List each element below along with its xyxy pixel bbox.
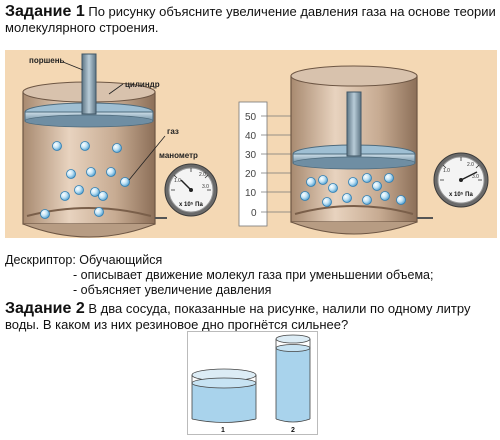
task-1: Задание 1 По рисунку объясните увеличени… [5,4,497,36]
left-gauge-tick-3: 3.0 [202,184,209,190]
gas-pressure-illustration: поршень цилиндр газ манометр 1.0 2.0 3.0… [5,50,497,238]
left-cylinder: поршень цилиндр газ манометр [22,53,198,238]
left-gauge-needle [180,179,192,191]
vessel-1-label: 1 [221,427,225,434]
left-manometer: 1.0 2.0 3.0 x 10⁵ Па [164,163,218,217]
right-gauge-tick-1: 1.0 [443,168,450,174]
ruler-tick-30: 30 [245,150,257,161]
label-manometer: манометр [159,151,198,160]
right-gauge-tick-2: 2.0 [467,162,474,168]
descriptor-item-1: - описывает движение молекул газа при ум… [73,268,434,282]
right-gauge-needle [460,171,478,181]
ruler-tick-20: 20 [245,169,257,180]
right-piston-rod [346,91,362,157]
left-gas-molecules [40,141,130,219]
task-2-heading: Задание 2 [5,300,85,317]
right-manometer: 1.0 2.0 3.0 x 10⁵ Па [433,152,489,208]
ruler-tick-10: 10 [245,188,257,199]
task-1-heading: Задание 1 [5,3,85,20]
cylinder-diagram: поршень цилиндр газ манометр 1.0 2.0 3.0… [22,53,489,238]
descriptor: Дескриптор: Обучающийся - описывает движ… [5,253,497,298]
label-cylinder: цилиндр [125,80,160,89]
right-gauge-tick-3: 3.0 [472,174,479,180]
vessels-drawing: 1 2 [187,331,318,435]
vessel-2-label: 2 [291,427,295,434]
descriptor-title: Дескриптор: Обучающийся [5,253,163,267]
vessel-1: 1 [191,368,257,434]
ruler-tick-0: 0 [251,208,257,219]
label-gas: газ [167,127,179,136]
task-1-text: По рисунку объясните увеличение давления… [5,4,496,35]
right-cylinder [290,65,433,235]
left-piston [24,102,154,128]
height-ruler: 50 40 30 20 10 0 [238,101,291,227]
right-gauge-unit: x 10⁵ Па [449,192,473,198]
task-2-text: В два сосуда, показанные на рисунке, нал… [5,301,471,332]
vessel-2: 2 [275,334,311,434]
right-gas-molecules [300,173,406,207]
left-piston-rod [81,53,97,115]
task-2: Задание 2 В два сосуда, показанные на ри… [5,301,497,333]
ruler-tick-40: 40 [245,131,257,142]
ruler-tick-50: 50 [245,112,257,123]
left-gauge-unit: x 10⁵ Па [179,202,203,208]
left-gauge-tick-2: 2.0 [199,172,206,178]
vessels-figure: 1 2 [187,331,318,435]
left-gauge-tick-1: 1.0 [174,178,181,184]
label-piston: поршень [29,56,65,65]
descriptor-item-2: - объясняет увеличение давления [73,283,272,297]
